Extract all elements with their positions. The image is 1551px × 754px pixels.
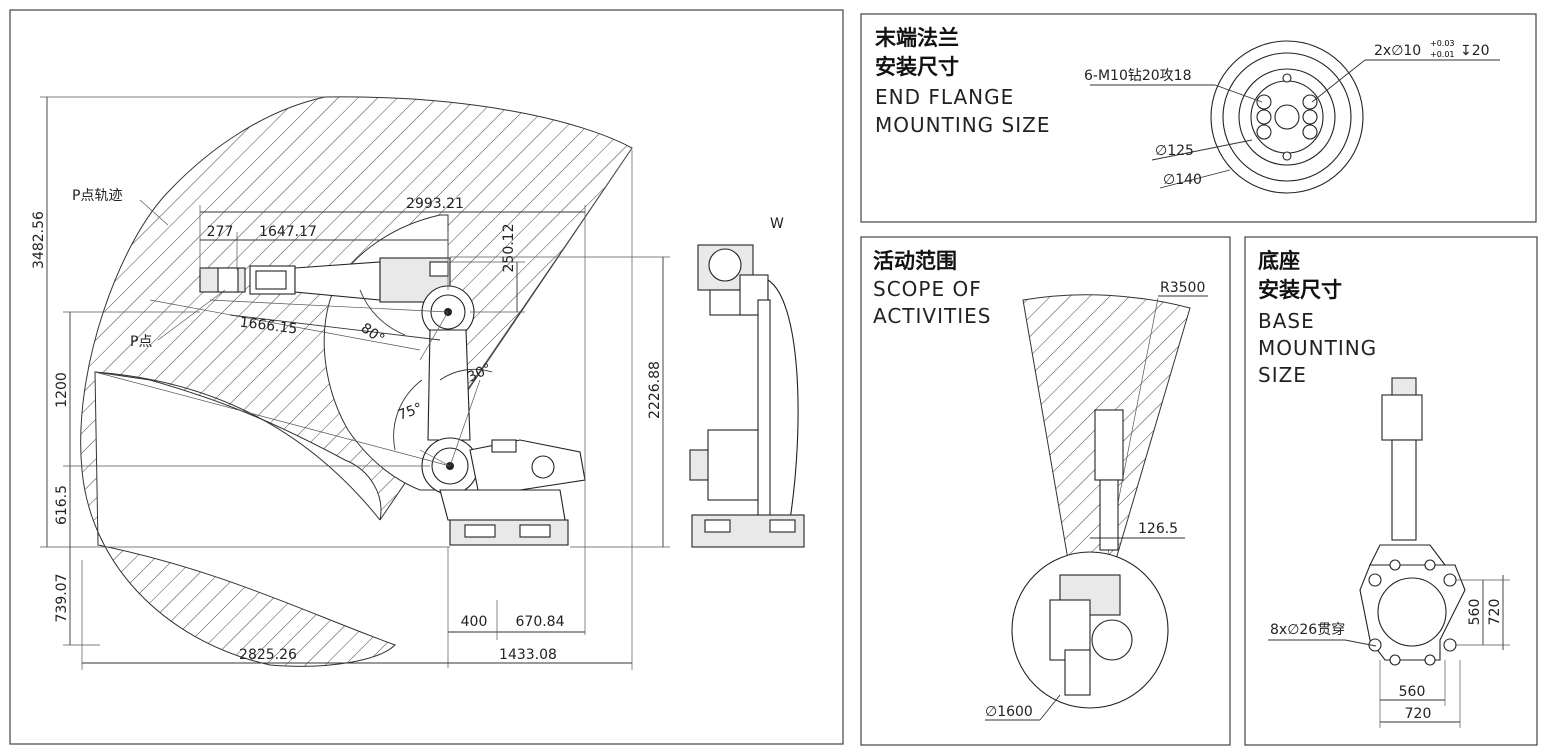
flange-panel-frame	[860, 13, 1537, 223]
dim-2825: 2825.26	[239, 647, 297, 663]
flange-d125: ∅125	[1155, 143, 1194, 159]
main-view: 3482.56 1200 616.5 739.07 2993.21 277 16…	[31, 96, 805, 670]
robot-base-motor	[469, 439, 586, 491]
base-v560: 560	[1467, 599, 1483, 626]
base-h560: 560	[1399, 684, 1426, 700]
scope-r3500: R3500	[1160, 280, 1205, 296]
dim-below-height: 739.07	[54, 574, 70, 623]
scope-robot-top	[1049, 409, 1133, 696]
angle-75: 75°	[396, 400, 425, 424]
flange-d140: ∅140	[1163, 172, 1202, 188]
scope-d126: 126.5	[1138, 521, 1178, 537]
robot-rear-arm	[767, 279, 799, 521]
base-title-en-1: BASE	[1258, 309, 1315, 333]
dim-base-height: 616.5	[54, 485, 70, 525]
dim-670: 670.84	[516, 614, 565, 630]
main-view-frame	[9, 9, 844, 745]
flange-title-cn-2: 安装尺寸	[875, 55, 959, 79]
dim-277: 277	[207, 224, 234, 240]
flange-title-en-2: MOUNTING SIZE	[875, 113, 1050, 137]
dim-2226: 2226.88	[647, 361, 663, 419]
flange-callout-pins: 2x∅10	[1374, 43, 1421, 59]
scope-title-en-1: SCOPE OF	[873, 277, 982, 301]
base-title-en-3: SIZE	[1258, 363, 1307, 387]
base-h720: 720	[1405, 706, 1432, 722]
scope-panel-frame	[860, 236, 1231, 746]
scope-d1600: ∅1600	[985, 704, 1033, 720]
flange-title-en-1: END FLANGE	[875, 85, 1014, 109]
label-p-point: P点	[130, 334, 152, 350]
dim-upper-height: 1200	[54, 372, 70, 408]
flange-pin-depth: ↧20	[1460, 43, 1490, 59]
base-title-en-2: MOUNTING	[1258, 336, 1377, 360]
flange-panel: 末端法兰 安装尺寸 END FLANGE MOUNTING SIZE 6-M10…	[875, 26, 1500, 194]
base-panel-frame	[1244, 236, 1538, 746]
robot-rear-view	[689, 244, 805, 548]
robot-upper-arm	[427, 329, 471, 441]
base-robot-top	[1359, 377, 1466, 666]
flange-callout-holes: 6-M10钻20攻18	[1084, 68, 1191, 84]
flange-pin-tol-upper: +0.03	[1430, 39, 1455, 48]
base-holes-callout: 8x∅26贯穿	[1270, 622, 1345, 638]
dim-reach: 2993.21	[406, 196, 464, 212]
scope-title-en-2: ACTIVITIES	[873, 304, 991, 328]
scope-panel: 活动范围 SCOPE OF ACTIVITIES R3500 126.5 ∅16…	[873, 249, 1208, 721]
label-p-trajectory: P点轨迹	[72, 188, 122, 204]
scope-title-cn: 活动范围	[873, 249, 957, 273]
dim-1666: 1666.15	[239, 315, 298, 338]
label-w-view: W	[770, 216, 784, 232]
flange-drawing	[1210, 40, 1364, 194]
flange-pin-tol-lower: +0.01	[1430, 50, 1455, 59]
base-title-cn-1: 底座	[1258, 249, 1300, 273]
base-title-cn-2: 安装尺寸	[1258, 278, 1342, 302]
dim-250: 250.12	[501, 224, 517, 273]
dim-1647: 1647.17	[259, 224, 317, 240]
dim-400: 400	[461, 614, 488, 630]
flange-title-cn-1: 末端法兰	[875, 26, 959, 50]
dim-total-height: 3482.56	[31, 211, 47, 269]
base-panel: 底座 安装尺寸 BASE MOUNTING SIZE	[1258, 249, 1510, 728]
robot-turntable	[439, 489, 566, 521]
dim-1433: 1433.08	[499, 647, 557, 663]
base-v720: 720	[1487, 599, 1503, 626]
